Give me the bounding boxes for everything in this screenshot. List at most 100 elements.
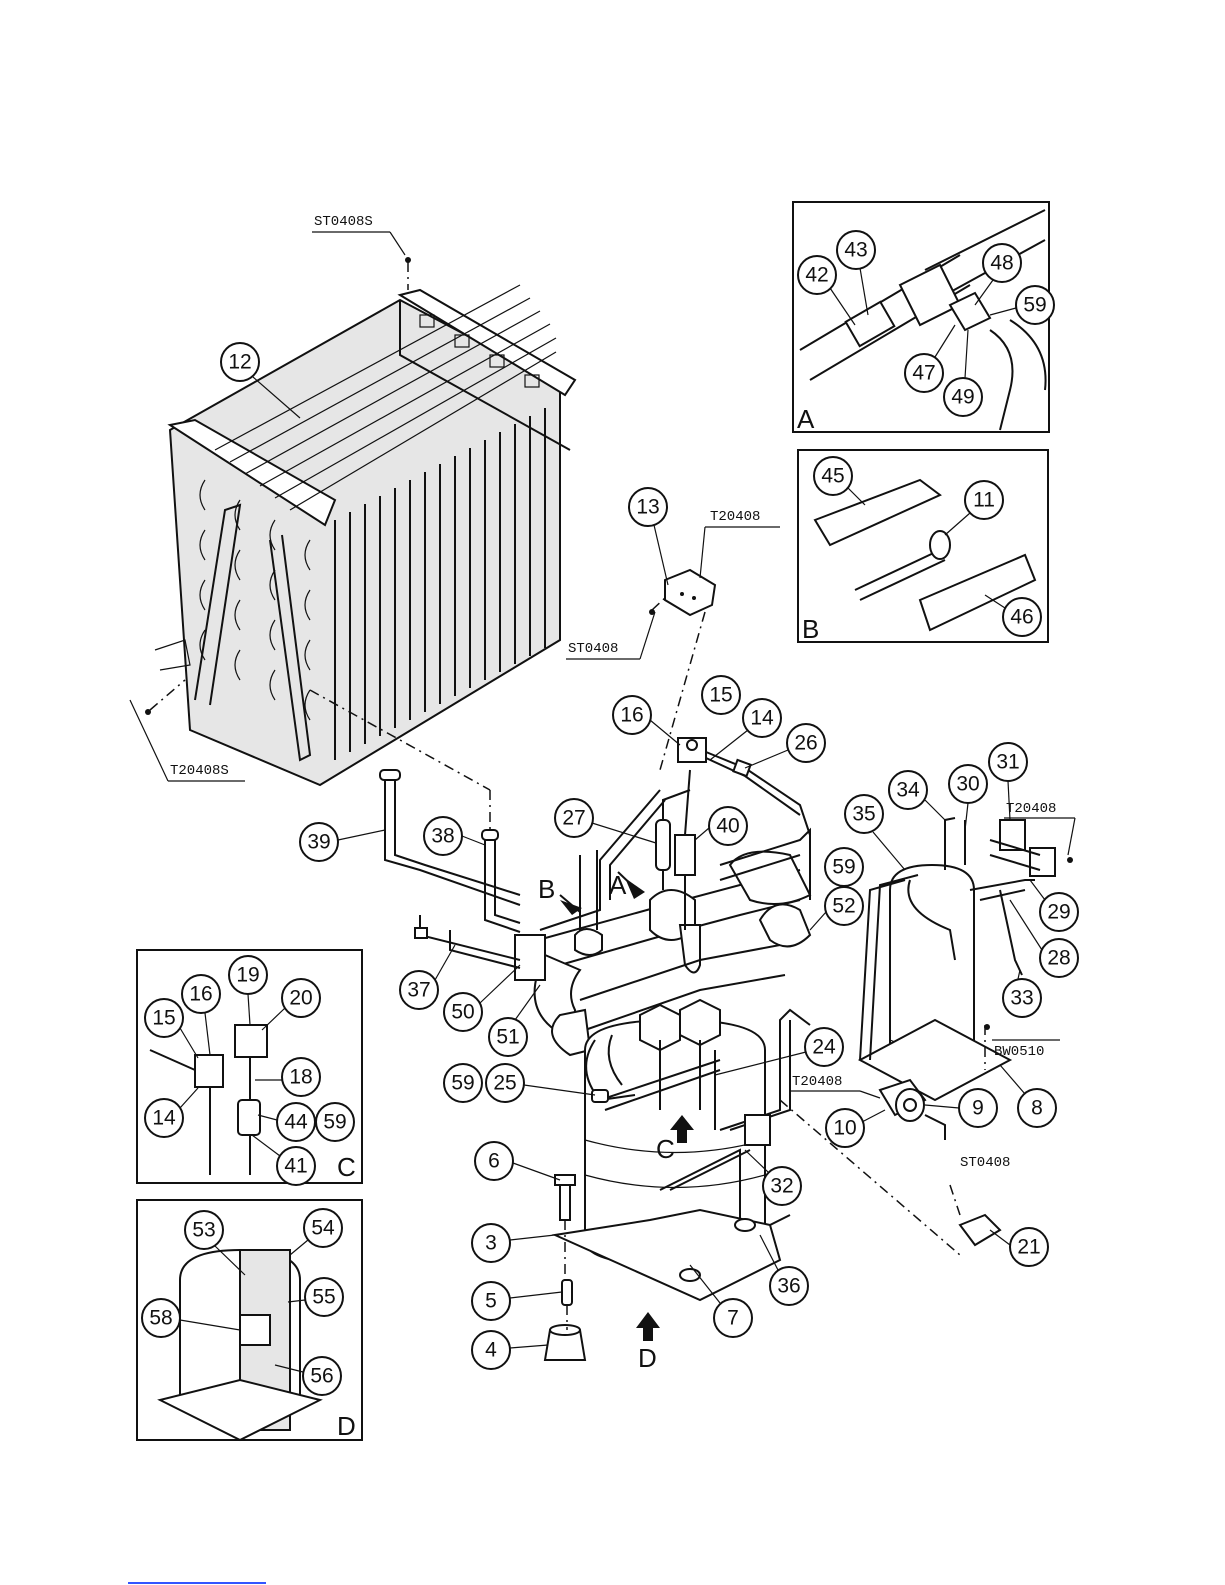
callout-24: 24 bbox=[805, 1028, 843, 1066]
callout-16-c: 16 bbox=[182, 975, 220, 1013]
svg-text:18: 18 bbox=[289, 1066, 312, 1089]
svg-text:34: 34 bbox=[896, 779, 920, 802]
callout-52: 52 bbox=[825, 887, 863, 925]
svg-text:58: 58 bbox=[149, 1307, 172, 1330]
svg-text:48: 48 bbox=[990, 252, 1013, 275]
callout-25: 25 bbox=[486, 1064, 524, 1102]
callout-39: 39 bbox=[300, 823, 338, 861]
svg-text:10: 10 bbox=[833, 1117, 856, 1140]
svg-text:B: B bbox=[802, 614, 819, 644]
svg-text:56: 56 bbox=[310, 1365, 333, 1388]
bracket-13 bbox=[665, 570, 715, 615]
svg-text:15: 15 bbox=[152, 1007, 175, 1030]
svg-text:16: 16 bbox=[189, 983, 212, 1006]
callout-15-c: 15 bbox=[145, 999, 183, 1037]
evaporator-coil bbox=[155, 285, 575, 785]
callout-56: 56 bbox=[303, 1357, 341, 1395]
callout-37: 37 bbox=[400, 971, 438, 1009]
spacer-5 bbox=[562, 1280, 572, 1305]
callout-10: 10 bbox=[826, 1109, 864, 1147]
svg-text:43: 43 bbox=[844, 239, 867, 262]
svg-text:42: 42 bbox=[805, 264, 828, 287]
svg-text:C: C bbox=[656, 1134, 675, 1164]
svg-text:15: 15 bbox=[709, 684, 732, 707]
callout-5: 5 bbox=[472, 1282, 510, 1320]
svg-text:31: 31 bbox=[996, 751, 1019, 774]
svg-text:16: 16 bbox=[620, 704, 643, 727]
svg-text:8: 8 bbox=[1031, 1097, 1043, 1120]
callout-13: 13 bbox=[629, 488, 667, 526]
svg-text:50: 50 bbox=[451, 1001, 474, 1024]
svg-text:51: 51 bbox=[496, 1026, 519, 1049]
code-st0408-low: ST0408 bbox=[960, 1155, 1010, 1171]
callout-40: 40 bbox=[709, 807, 747, 845]
svg-text:D: D bbox=[638, 1343, 657, 1373]
svg-text:59: 59 bbox=[1023, 294, 1046, 317]
svg-text:30: 30 bbox=[956, 773, 979, 796]
callout-54: 54 bbox=[304, 1209, 342, 1247]
svg-text:C: C bbox=[337, 1152, 356, 1182]
callout-7: 7 bbox=[714, 1299, 752, 1337]
svg-text:33: 33 bbox=[1010, 987, 1033, 1010]
code-t20408-right: T20408 bbox=[1006, 801, 1056, 817]
callout-30: 30 bbox=[949, 765, 987, 803]
callout-58: 58 bbox=[142, 1299, 180, 1337]
callout-19: 19 bbox=[229, 956, 267, 994]
callout-55: 55 bbox=[305, 1278, 343, 1316]
svg-text:B: B bbox=[538, 874, 555, 904]
svg-text:12: 12 bbox=[228, 351, 251, 374]
svg-text:26: 26 bbox=[794, 732, 817, 755]
svg-text:59: 59 bbox=[832, 856, 855, 879]
svg-text:38: 38 bbox=[431, 825, 454, 848]
detail-view-a bbox=[793, 202, 1049, 432]
svg-text:20: 20 bbox=[289, 987, 312, 1010]
svg-text:4: 4 bbox=[485, 1339, 497, 1362]
svg-text:45: 45 bbox=[821, 465, 844, 488]
svg-text:27: 27 bbox=[562, 807, 585, 830]
svg-text:47: 47 bbox=[912, 362, 935, 385]
svg-text:55: 55 bbox=[312, 1286, 335, 1309]
svg-text:19: 19 bbox=[236, 964, 259, 987]
svg-text:3: 3 bbox=[485, 1232, 497, 1255]
callout-59-b: 59 bbox=[444, 1064, 482, 1102]
bracket-31 bbox=[1000, 820, 1025, 850]
callout-27: 27 bbox=[555, 799, 593, 837]
svg-text:41: 41 bbox=[284, 1155, 307, 1178]
callout-14-c: 14 bbox=[145, 1099, 183, 1137]
callout-26: 26 bbox=[787, 724, 825, 762]
svg-text:13: 13 bbox=[636, 496, 659, 519]
svg-text:44: 44 bbox=[284, 1111, 308, 1134]
svg-text:37: 37 bbox=[407, 979, 430, 1002]
callout-18: 18 bbox=[282, 1058, 320, 1096]
svg-text:D: D bbox=[337, 1411, 356, 1441]
bottom-rule bbox=[128, 1582, 266, 1584]
code-t20408-top: T20408 bbox=[710, 509, 760, 525]
callout-53: 53 bbox=[185, 1211, 223, 1249]
svg-text:59: 59 bbox=[451, 1072, 474, 1095]
callout-3: 3 bbox=[472, 1224, 510, 1262]
svg-text:7: 7 bbox=[727, 1307, 739, 1330]
callout-20: 20 bbox=[282, 979, 320, 1017]
callout-50: 50 bbox=[444, 993, 482, 1031]
code-st0408-mid: ST0408 bbox=[568, 641, 618, 657]
code-st0408s: ST0408S bbox=[314, 214, 373, 230]
callout-41: 41 bbox=[277, 1147, 315, 1185]
svg-text:54: 54 bbox=[311, 1217, 335, 1240]
svg-text:29: 29 bbox=[1047, 901, 1070, 924]
callout-36: 36 bbox=[770, 1267, 808, 1305]
svg-text:49: 49 bbox=[951, 386, 974, 409]
callout-8: 8 bbox=[1018, 1089, 1056, 1127]
svg-text:9: 9 bbox=[972, 1097, 984, 1120]
callout-34: 34 bbox=[889, 771, 927, 809]
svg-text:11: 11 bbox=[973, 489, 995, 512]
callout-11: 11 bbox=[965, 481, 1003, 519]
svg-text:21: 21 bbox=[1017, 1236, 1040, 1259]
callout-59-d: 59 bbox=[316, 1103, 354, 1141]
svg-text:14: 14 bbox=[750, 707, 774, 730]
callout-4: 4 bbox=[472, 1331, 510, 1369]
svg-text:28: 28 bbox=[1047, 947, 1070, 970]
svg-text:36: 36 bbox=[777, 1275, 800, 1298]
svg-text:14: 14 bbox=[152, 1107, 176, 1130]
svg-text:39: 39 bbox=[307, 831, 330, 854]
